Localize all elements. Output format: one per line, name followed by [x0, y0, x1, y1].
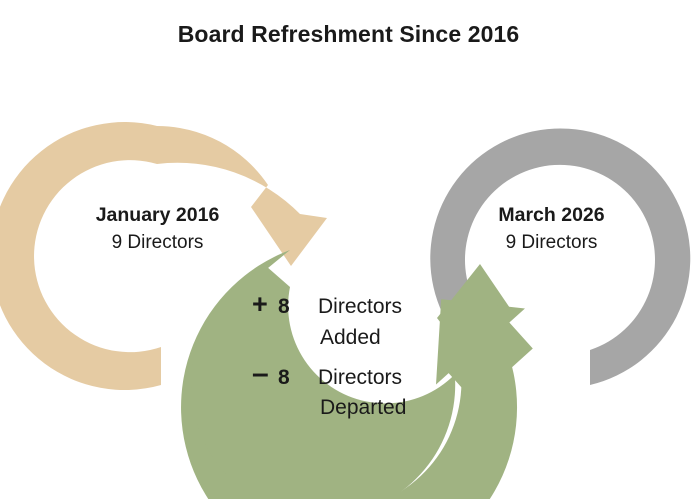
green-arrow-arc [181, 250, 533, 499]
directors-added-sublabel: Added [320, 326, 381, 349]
page-title: Board Refreshment Since 2016 [177, 21, 520, 47]
left-circle-date: January 2016 [95, 204, 220, 226]
directors-departed-row: – 8 Directors [252, 357, 437, 396]
tan-arrow-arc [0, 122, 327, 391]
right-circle-labels: March 2026 9 Directors [430, 202, 673, 258]
directors-departed-label: Directors [318, 366, 403, 389]
minus-sign-icon: – [252, 357, 269, 390]
directors-departed-sublabel: Departed [320, 396, 407, 419]
right-circle-count: 9 Directors [505, 232, 598, 253]
directors-added-count: 8 [278, 295, 290, 318]
directors-added-label: Directors [318, 295, 403, 318]
directors-added-row: + 8 Directors [252, 291, 437, 326]
center-stats-block: + 8 Directors Added – 8 Directors Depart… [252, 291, 437, 431]
directors-departed-count: 8 [278, 366, 290, 389]
right-circle-date: March 2026 [498, 204, 605, 226]
plus-sign-icon: + [252, 289, 268, 319]
left-circle-count: 9 Directors [111, 232, 204, 253]
left-circle-labels: January 2016 9 Directors [35, 202, 280, 258]
